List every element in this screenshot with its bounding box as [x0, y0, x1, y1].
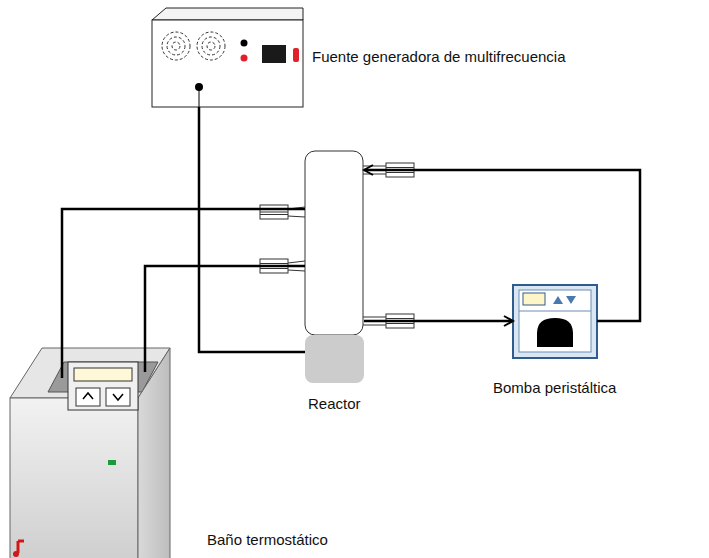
- device-label: Bomba peristáltica: [493, 379, 616, 397]
- device-label: Reactor: [308, 395, 361, 413]
- hose-connectors: [260, 163, 414, 328]
- flow-arrow: [364, 320, 513, 323]
- pump-node: Bomba peristáltica: [513, 285, 597, 358]
- peristaltic-pump: [513, 285, 597, 358]
- reactor-vessel: [305, 151, 364, 383]
- hose-line: [199, 107, 305, 352]
- hose-line: [145, 266, 305, 348]
- device-label: Baño termostático: [207, 531, 328, 549]
- generator-device: [152, 8, 303, 107]
- device-label: Fuente generadora de multifrecuencia: [312, 48, 566, 66]
- generator-node: Fuente generadora de multifrecuencia: [152, 8, 303, 107]
- thermostatic-bath: [10, 348, 170, 558]
- reactor-node: Reactor: [305, 151, 364, 383]
- hose-line: [62, 209, 305, 348]
- bath-node: Baño termostático: [10, 348, 170, 558]
- flow-arrow: [364, 170, 640, 321]
